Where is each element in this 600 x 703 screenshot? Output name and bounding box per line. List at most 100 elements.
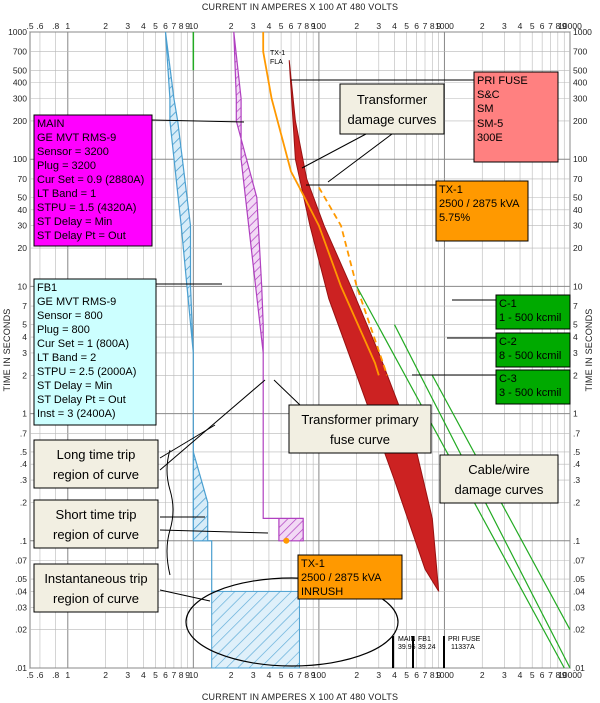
x-axis-title-bottom: CURRENT IN AMPERES X 100 AT 480 VOLTS bbox=[202, 692, 398, 702]
x-tick-label-top: 6 bbox=[540, 21, 545, 31]
y-tick-label-right: 40 bbox=[573, 205, 583, 215]
y-tick-label-right: .05 bbox=[573, 574, 585, 584]
main-box-line: ST Delay = Min bbox=[37, 216, 112, 228]
y-tick-label-right: .7 bbox=[573, 428, 580, 438]
callout-line: Transformer bbox=[357, 92, 428, 107]
y-tick-label-left: .04 bbox=[15, 586, 27, 596]
callout-line: region of curve bbox=[53, 591, 139, 606]
x-tick-label-top: 1 bbox=[65, 21, 70, 31]
x-tick-label-top: 9 bbox=[436, 21, 441, 31]
callout-short-time: Short time trip region of curve bbox=[33, 499, 159, 549]
y-tick-label-left: 2 bbox=[22, 370, 27, 380]
x-tick-label-top: 3 bbox=[251, 21, 256, 31]
y-tick-label-left: .01 bbox=[15, 663, 27, 673]
fb1-breaker-box: FB1 GE MVT RMS-9 Sensor = 800 Plug = 800… bbox=[33, 278, 157, 426]
pri-fuse-box-line: SM bbox=[477, 103, 494, 115]
pri-fuse-box-line: S&C bbox=[477, 89, 500, 101]
callout-line: Short time trip bbox=[56, 507, 137, 522]
y-tick-label-right: 200 bbox=[573, 116, 587, 126]
y-tick-label-left: .07 bbox=[15, 556, 27, 566]
y-tick-label-right: 70 bbox=[573, 174, 583, 184]
x-tick-label-bottom: 7 bbox=[172, 670, 177, 680]
x-tick-label-bottom: 6 bbox=[414, 670, 419, 680]
x-tick-label-bottom: 2 bbox=[354, 670, 359, 680]
y-tick-label-left: 100 bbox=[13, 154, 27, 164]
x-tick-label-bottom: .8 bbox=[52, 670, 59, 680]
callout-transformer-damage: Transformer damage curves bbox=[339, 83, 445, 135]
x-tick-label-bottom: 6 bbox=[163, 670, 168, 680]
tx1-inrush-box: TX-1 2500 / 2875 kVA INRUSH bbox=[297, 554, 403, 600]
y-tick-label-right: 500 bbox=[573, 65, 587, 75]
pri-fuse-box-line: 300E bbox=[477, 132, 503, 144]
fb1-box-line: ST Delay = Min bbox=[37, 380, 112, 392]
y-tick-label-right: 2 bbox=[573, 370, 578, 380]
leader-short-2 bbox=[159, 529, 269, 534]
y-tick-label-right: 100 bbox=[573, 154, 587, 164]
inrush-box-line: 2500 / 2875 kVA bbox=[301, 572, 382, 584]
leader-inst bbox=[159, 589, 211, 602]
curves bbox=[164, 31, 571, 669]
y-tick-label-right: .1 bbox=[573, 536, 580, 546]
y-tick-label-right: .3 bbox=[573, 475, 580, 485]
x-tick-label-top: 5 bbox=[279, 21, 284, 31]
tx1-fla-label: FLA bbox=[270, 59, 283, 66]
x-tick-label-top: .8 bbox=[52, 21, 59, 31]
x-tick-label-top: .5 bbox=[26, 21, 33, 31]
x-tick-label-top: .6 bbox=[36, 21, 43, 31]
x-tick-label-top: 10 bbox=[189, 21, 199, 31]
inrush-box-line: INRUSH bbox=[301, 586, 343, 598]
x-tick-label-top: 8 bbox=[179, 21, 184, 31]
y-tick-label-left: 200 bbox=[13, 116, 27, 126]
prifuse-fault-label: PRI FUSE bbox=[448, 636, 481, 643]
y-tick-label-right: 400 bbox=[573, 78, 587, 88]
y-tick-label-left: .03 bbox=[15, 602, 27, 612]
x-tick-label-bottom: 10000 bbox=[558, 670, 582, 680]
tx1-fla-label: TX-1 bbox=[270, 50, 285, 57]
y-tick-label-right: 50 bbox=[573, 192, 583, 202]
y-tick-label-right: 4 bbox=[573, 332, 578, 342]
x-tick-label-top: 6 bbox=[163, 21, 168, 31]
y-tick-label-right: 700 bbox=[573, 47, 587, 57]
main-trip-curve bbox=[233, 31, 304, 542]
x-tick-label-top: 2 bbox=[229, 21, 234, 31]
pri-fuse-box-line: PRI FUSE bbox=[477, 75, 528, 87]
cable-c2-box: C-2 8 - 500 kcmil bbox=[495, 332, 571, 368]
x-tick-label-bottom: 3 bbox=[502, 670, 507, 680]
main-box-line: ST Delay Pt = Out bbox=[37, 230, 126, 242]
leader-damage-2 bbox=[327, 133, 393, 183]
y-tick-label-right: 7 bbox=[573, 301, 578, 311]
fb1-box-line: LT Band = 2 bbox=[37, 352, 96, 364]
y-tick-label-left: 1000 bbox=[8, 27, 27, 37]
inrush-box-line: TX-1 bbox=[301, 558, 325, 570]
fb1-box-line: Plug = 800 bbox=[37, 324, 90, 336]
x-tick-label-top: 7 bbox=[297, 21, 302, 31]
y-tick-label-right: 300 bbox=[573, 94, 587, 104]
y-tick-label-left: 70 bbox=[18, 174, 28, 184]
x-tick-label-top: 6 bbox=[414, 21, 419, 31]
main-breaker-box: MAIN GE MVT RMS-9 Sensor = 3200 Plug = 3… bbox=[33, 114, 153, 247]
y-tick-label-left: .05 bbox=[15, 574, 27, 584]
callout-long-time: Long time trip region of curve bbox=[33, 439, 159, 489]
y-tick-label-left: .5 bbox=[20, 447, 27, 457]
callout-line: fuse curve bbox=[330, 432, 390, 447]
x-tick-label-bottom: 7 bbox=[423, 670, 428, 680]
y-tick-label-left: .02 bbox=[15, 625, 27, 635]
fb1-box-line: Inst = 3 (2400A) bbox=[37, 408, 116, 420]
x-tick-label-bottom: 3 bbox=[251, 670, 256, 680]
y-tick-label-left: 500 bbox=[13, 65, 27, 75]
leader-fuse bbox=[273, 379, 301, 406]
instantaneous-region-ellipse bbox=[185, 577, 399, 667]
x-tick-label-top: 4 bbox=[518, 21, 523, 31]
main-box-line: GE MVT RMS-9 bbox=[37, 132, 116, 144]
callout-line: Long time trip bbox=[57, 447, 136, 462]
x-tick-label-top: 3 bbox=[125, 21, 130, 31]
cable-box-line: C-1 bbox=[499, 298, 517, 310]
y-tick-label-right: .04 bbox=[573, 586, 585, 596]
x-tick-label-top: 3 bbox=[502, 21, 507, 31]
x-tick-label-top: 8 bbox=[555, 21, 560, 31]
y-tick-label-left: 1 bbox=[22, 409, 27, 419]
y-tick-label-right: .2 bbox=[573, 498, 580, 508]
x-tick-label-top: 4 bbox=[392, 21, 397, 31]
x-tick-label-top: 9 bbox=[311, 21, 316, 31]
